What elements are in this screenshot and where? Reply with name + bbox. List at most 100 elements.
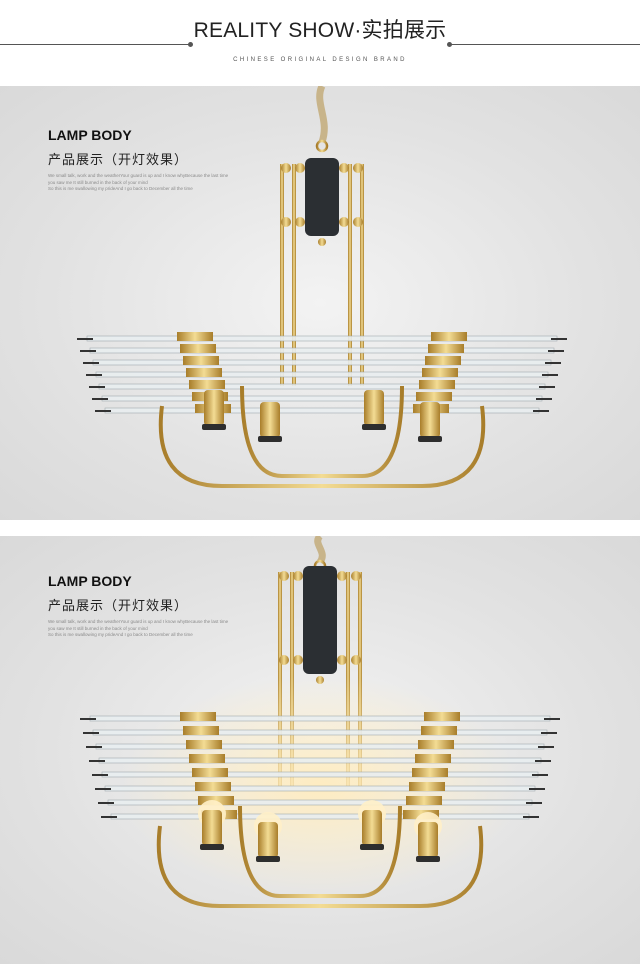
header-rule-dot-right <box>447 42 452 47</box>
rod-ball <box>293 655 303 665</box>
gold-clamp-left <box>180 712 216 721</box>
product-photo-panel-1: LAMP BODY 产品展示（开灯效果） We small talk, work… <box>0 86 640 520</box>
blurb-line: We small talk, work and the weatherYour … <box>48 619 229 624</box>
header-rule-left <box>0 44 190 45</box>
gold-clamp-right <box>416 392 452 401</box>
glass-rod-tier <box>101 771 539 778</box>
glass-rod-tier <box>86 335 558 342</box>
bulb-holder <box>260 402 280 438</box>
bulb-holder <box>418 822 438 858</box>
rod-ball <box>281 217 291 227</box>
bulb-holder <box>420 402 440 438</box>
gold-clamp-left <box>180 344 216 353</box>
rod-ball <box>279 571 289 581</box>
section-gap <box>0 520 640 536</box>
rod-ball <box>337 655 347 665</box>
gold-clamp-right <box>409 782 445 791</box>
header-rule-dot-left <box>188 42 193 47</box>
support-rod <box>292 164 296 386</box>
bulb-holder-base <box>360 844 384 850</box>
bulb-holder-base <box>418 436 442 442</box>
glass-rod-tier <box>110 813 530 820</box>
bulb-holder-base <box>258 436 282 442</box>
rod-ball <box>293 571 303 581</box>
header-banner: REALITY SHOW·实拍展示 CHINESE ORIGINAL DESIG… <box>0 0 640 86</box>
gold-clamp-right <box>406 796 442 805</box>
rod-ball <box>353 217 363 227</box>
blurb-line: you saw me It still burned in the back o… <box>48 179 148 185</box>
gold-clamp-left <box>177 332 213 341</box>
blurb-text: We small talk, work and the weatherYour … <box>48 619 278 639</box>
canopy-cylinder <box>305 158 339 236</box>
lamp-body-title: LAMP BODY <box>48 573 132 589</box>
gold-clamp-right <box>422 368 458 377</box>
glass-rod-tier <box>92 729 548 736</box>
rope <box>316 86 328 144</box>
header-rule-right <box>450 44 640 45</box>
bulb-holder <box>362 810 382 846</box>
gold-clamp-left <box>183 356 219 365</box>
glass-rod-tier <box>107 799 533 806</box>
gold-clamp-left <box>183 726 219 735</box>
bulb-holder <box>364 390 384 426</box>
lamp-arm-inner <box>240 385 404 478</box>
bulb-holder <box>204 390 224 426</box>
bulb-holder <box>258 822 278 858</box>
gold-clamp-left <box>189 380 225 389</box>
rod-ball <box>339 217 349 227</box>
glass-rod-tier <box>98 757 542 764</box>
glass-rod-tier <box>104 407 540 414</box>
glass-rod-tier <box>95 371 549 378</box>
header-subtitle: CHINESE ORIGINAL DESIGN BRAND <box>233 57 407 63</box>
rod-ball <box>337 571 347 581</box>
rope <box>314 536 326 565</box>
blurb-line: So this is me swallowing my prideAnd I g… <box>48 186 193 191</box>
gold-clamp-right <box>418 740 454 749</box>
gold-clamp-right <box>424 712 460 721</box>
product-photo-panel-2: LAMP BODY 产品展示（开灯效果） We small talk, work… <box>0 536 640 964</box>
rod-ball <box>351 571 361 581</box>
lamp-arm-outer <box>156 825 484 908</box>
blurb-line: you saw me It still burned in the back o… <box>48 625 148 631</box>
glass-rod-tier <box>101 395 543 402</box>
lamp-body-subtitle: 产品展示（开灯效果） <box>48 152 189 167</box>
glass-rod-tier <box>104 785 536 792</box>
lamp-body-title: LAMP BODY <box>48 127 132 143</box>
support-rod <box>280 164 284 386</box>
gold-clamp-right <box>428 344 464 353</box>
gold-clamp-left <box>192 768 228 777</box>
bulb-holder-base <box>256 856 280 862</box>
bulb-holder-base <box>200 844 224 850</box>
rod-ball <box>281 163 291 173</box>
blurb-line: We small talk, work and the weatherYour … <box>48 173 229 178</box>
bulb-holder <box>202 810 222 846</box>
lamp-arm-inner <box>238 805 402 898</box>
canopy-finial <box>318 238 326 246</box>
bulb-holder-base <box>416 856 440 862</box>
chandelier-photo-2 <box>80 536 560 908</box>
rod-ball <box>295 217 305 227</box>
hanging-ring <box>315 139 329 153</box>
rod-ball <box>351 655 361 665</box>
rod-ball <box>353 163 363 173</box>
glass-rod-tier <box>89 715 551 722</box>
blurb-text: We small talk, work and the weatherYour … <box>48 173 278 193</box>
lamp-body-subtitle: 产品展示（开灯效果） <box>48 598 189 613</box>
rod-ball <box>295 163 305 173</box>
gold-clamp-left <box>198 796 234 805</box>
lamp-arm-outer <box>158 405 486 488</box>
glass-rod-tier <box>89 347 555 354</box>
gold-clamp-right <box>421 726 457 735</box>
gold-clamp-left <box>195 782 231 791</box>
rod-ball <box>279 655 289 665</box>
gold-clamp-right <box>425 356 461 365</box>
header-title: REALITY SHOW·实拍展示 <box>193 19 447 42</box>
blurb-line: So this is me swallowing my prideAnd I g… <box>48 632 193 637</box>
rod-ball <box>339 163 349 173</box>
bulb-holder-base <box>202 424 226 430</box>
chandelier-photo-1 <box>77 86 567 488</box>
canopy-cylinder <box>303 566 337 674</box>
gold-clamp-left <box>186 740 222 749</box>
support-rod <box>360 164 364 386</box>
glass-rod-tier <box>92 359 552 366</box>
